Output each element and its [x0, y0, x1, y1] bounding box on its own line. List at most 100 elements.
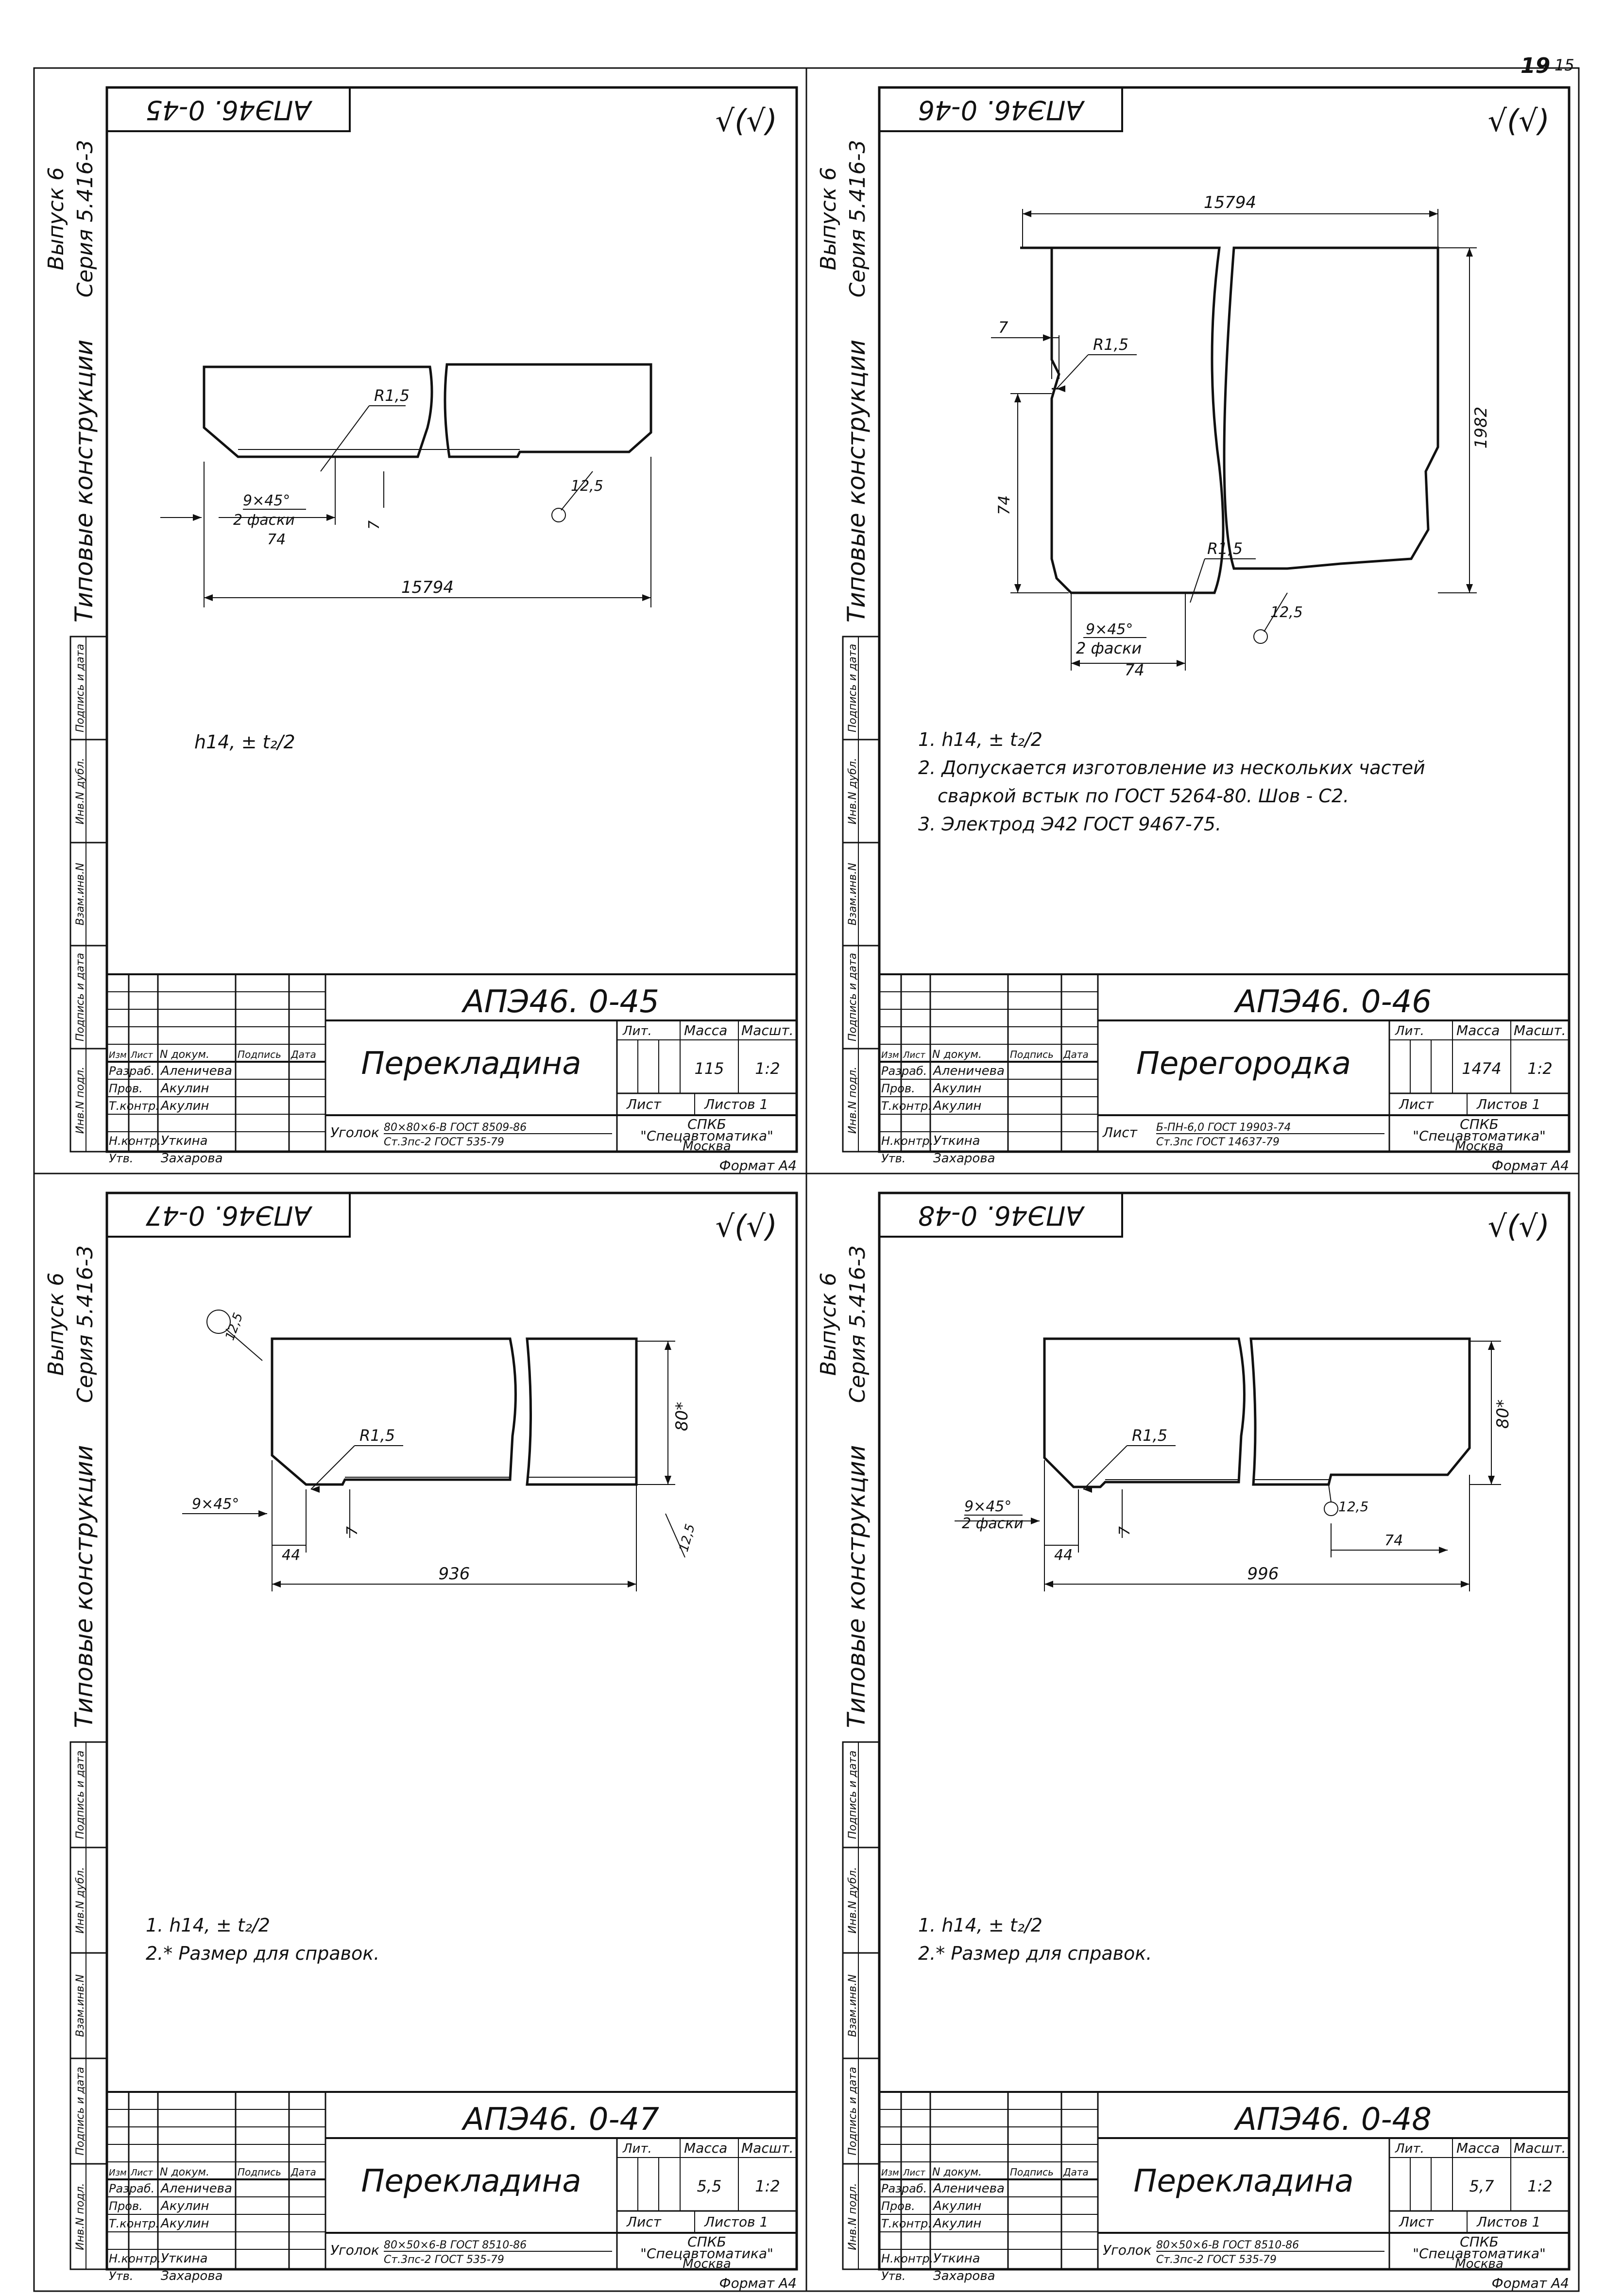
dim-radius: R1,5	[1132, 1426, 1167, 1445]
arrow-head	[1071, 660, 1080, 667]
stamp-role: Т.контр.	[109, 1099, 159, 1113]
stamp-masht: Масшт.	[1514, 2140, 1566, 2156]
arrow-head	[1023, 210, 1031, 217]
sheet-border	[805, 1173, 1580, 2292]
stamp-massa: Масса	[684, 1022, 727, 1038]
side-stamp	[842, 1741, 880, 2270]
title-block	[878, 2091, 1570, 2270]
scale-value: 1:2	[1527, 1059, 1553, 1078]
dim-74: 74	[1125, 661, 1145, 679]
stamp-name: Аленичева	[160, 1064, 232, 1078]
arrow-head	[1014, 394, 1021, 402]
dim-roughness: 12,5	[1338, 1499, 1368, 1515]
material-top: 80×50×6-В ГОСТ 8510-86	[384, 2239, 527, 2251]
dim-chamfer: 9×45°	[192, 1496, 239, 1513]
arrow-head	[1466, 584, 1473, 593]
arrow-head	[665, 1476, 671, 1485]
stamp-sheets: Листов 1	[704, 1096, 768, 1112]
code-box-top	[878, 86, 1123, 132]
roughness-circle	[1324, 1502, 1338, 1516]
arrow-head	[193, 514, 202, 521]
stamp-name: Аленичева	[160, 2181, 232, 2196]
dim-height: 80*	[1493, 1399, 1513, 1429]
dim-roughness: 12,5	[1270, 604, 1303, 621]
org-line-2: "Спецавтоматика"	[640, 2245, 773, 2261]
stamp-name: Захарова	[161, 2269, 223, 2283]
title-block	[106, 973, 798, 1153]
side-stamp	[842, 636, 880, 1153]
leader	[1083, 1445, 1128, 1490]
stamp-role: Утв.	[881, 1152, 906, 1165]
note-line: 2.* Размер для справок.	[918, 1943, 1152, 1964]
stamp-list: Лист	[130, 2168, 153, 2178]
dim-chamfer: 9×45°	[243, 492, 290, 509]
stamp-podp: Подпись	[1010, 1049, 1054, 1060]
side-stamp-label: Взам.инв.N	[847, 863, 859, 926]
issue-label: Выпуск 6	[816, 1273, 841, 1376]
dim-74: 74	[1384, 1532, 1403, 1549]
dim-74v: 74	[995, 495, 1013, 515]
stamp-izm: Изм	[109, 2168, 127, 2178]
dim-44: 44	[1054, 1547, 1073, 1564]
dim-7: 7	[1116, 1526, 1133, 1536]
note-line: 2.* Размер для справок.	[146, 1943, 379, 1964]
dim-overall: 996	[1247, 1564, 1279, 1584]
dim-7: 7	[344, 1526, 361, 1536]
arrow-head	[1429, 210, 1438, 217]
side-stamp-label: Подпись и дата	[74, 1750, 86, 1839]
mirrored-code: АПЭ46. 0-46	[918, 95, 1085, 125]
plate-left	[1020, 246, 1225, 594]
side-stamp-label: Взам.инв.N	[847, 1974, 859, 2037]
dim-overall: 15794	[401, 578, 454, 597]
stamp-name: Захарова	[933, 2269, 995, 2283]
stamp-name: Захарова	[161, 1151, 223, 1166]
org-line-1: СПКБ	[1460, 1116, 1499, 1132]
spine-label: Типовые конструкции	[70, 1445, 98, 1728]
stamp-data: Дата	[1063, 2166, 1089, 2178]
arrow-head	[258, 1510, 267, 1517]
sheet-frame	[878, 1191, 1571, 2271]
stamp-role: Пров.	[109, 1082, 143, 1095]
bar-left	[1043, 1337, 1246, 1488]
spine-label: Типовые конструкции	[842, 340, 871, 623]
org-line-3: Москва	[683, 1139, 731, 1154]
part-title: Перекладина	[361, 2163, 581, 2199]
material-main: Уголок	[330, 1124, 379, 1140]
stamp-role: Пров.	[881, 1082, 915, 1095]
mirrored-code: АПЭ46. 0-47	[146, 1200, 313, 1231]
stamp-izm: Изм	[109, 1050, 127, 1060]
side-stamp-label: Подпись и дата	[847, 644, 859, 732]
code-box-top	[106, 1192, 351, 1238]
stamp-lit: Лит.	[1395, 2141, 1424, 2156]
sheet-border	[33, 67, 807, 1174]
dim-overall: 15794	[1204, 193, 1256, 212]
note-line: 1. h14, ± t₂/2	[918, 1915, 1042, 1936]
arrow-head	[1488, 1476, 1495, 1485]
roughness-symbol: √(√)	[716, 103, 777, 138]
roughness-circle	[551, 508, 566, 522]
issue-label: Выпуск 6	[44, 1273, 68, 1376]
stamp-role: Н.контр.	[881, 1134, 933, 1148]
arrow-head	[1031, 1518, 1040, 1524]
dim-roughness: 12,5	[222, 1311, 246, 1343]
arrow-head	[1466, 248, 1473, 257]
org-line-3: Москва	[1455, 1139, 1503, 1154]
stamp-name: Захарова	[933, 1151, 995, 1166]
spine-label: Типовые конструкции	[842, 1445, 871, 1728]
stamp-izm: Изм	[881, 1050, 899, 1060]
side-stamp-label: Инв.N подл.	[847, 1067, 859, 1134]
leader	[561, 471, 593, 511]
arrow-head	[326, 514, 335, 521]
material-bot: Ст.3пс-2 ГОСТ 535-79	[1156, 2254, 1277, 2266]
org-line-3: Москва	[683, 2257, 731, 2271]
side-stamp-label: Подпись и дата	[847, 2067, 859, 2155]
stamp-name: Аленичева	[932, 1064, 1005, 1078]
stamp-ndok: N докум.	[160, 1049, 209, 1061]
stamp-list: Лист	[903, 2168, 925, 2178]
stamp-lit: Лит.	[1395, 1024, 1424, 1038]
stamp-role: Разраб.	[109, 1064, 154, 1078]
stamp-sheets: Листов 1	[1476, 1096, 1540, 1112]
